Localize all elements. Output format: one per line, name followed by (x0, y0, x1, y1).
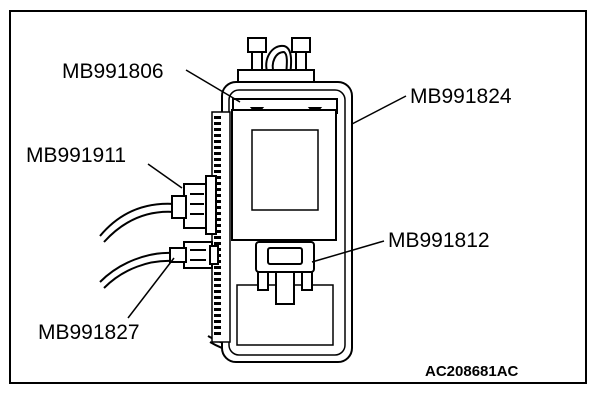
leader-mb991824 (351, 95, 407, 125)
rib (214, 326, 221, 329)
mb991911-connector (171, 175, 217, 235)
figure-frame (9, 10, 587, 384)
top-cable-loop (265, 44, 293, 77)
serial-cable (99, 202, 176, 237)
rib (214, 224, 221, 227)
mb991812-connector (255, 241, 315, 305)
rib (214, 236, 221, 239)
top-cable-loop-inner (271, 50, 288, 77)
rib (214, 164, 221, 167)
rib (214, 320, 221, 323)
rib (214, 332, 221, 335)
serial-plug-flange (205, 175, 217, 235)
d-sub-latch-right (301, 271, 313, 291)
rib (214, 128, 221, 131)
label-mb991911: MB991911 (26, 144, 126, 167)
label-mb991806: MB991806 (62, 60, 164, 83)
leader-mb991827 (127, 257, 175, 319)
usb-plug-tip (209, 245, 219, 265)
rib (214, 290, 221, 293)
rib (214, 296, 221, 299)
serial-cable-inner (103, 210, 176, 243)
d-sub-latch-left (257, 271, 269, 291)
leader-mb991911 (147, 163, 183, 189)
rib (214, 308, 221, 311)
top-connectors (237, 37, 315, 83)
serial-plug-strain-relief (171, 195, 187, 219)
rib (214, 158, 221, 161)
rib (214, 194, 221, 197)
rib (214, 200, 221, 203)
rib (214, 188, 221, 191)
rib (214, 116, 221, 119)
leader-lines (127, 69, 407, 319)
connector-boot (275, 271, 295, 305)
figure-code: AC208681AC (425, 363, 519, 380)
rib (214, 230, 221, 233)
rib (214, 242, 221, 245)
leader-mb991812 (311, 240, 385, 263)
label-mb991824: MB991824 (410, 85, 512, 108)
label-mb991812: MB991812 (388, 229, 490, 252)
top-knob-left (247, 37, 267, 53)
rib (214, 212, 221, 215)
usb-cable (99, 251, 173, 283)
rib (214, 182, 221, 185)
rib (214, 146, 221, 149)
usb-cable-inner (103, 259, 173, 289)
rib (214, 122, 221, 125)
label-mb991827: MB991827 (38, 321, 140, 344)
leader-mb991806 (185, 69, 241, 103)
rib (214, 272, 221, 275)
rib (214, 176, 221, 179)
usb-plug-shell (183, 241, 213, 269)
rib (214, 278, 221, 281)
rib (214, 152, 221, 155)
rib (214, 206, 221, 209)
rib (214, 140, 221, 143)
rib (214, 284, 221, 287)
rib (214, 314, 221, 317)
rib (214, 218, 221, 221)
mb991806-cartridge (231, 98, 338, 241)
top-knob-right (291, 37, 311, 53)
rib (214, 302, 221, 305)
rib (214, 170, 221, 173)
rib (214, 266, 221, 269)
cartridge-window (251, 129, 319, 211)
d-sub-face (267, 247, 303, 265)
top-header-block (237, 69, 315, 83)
rib (214, 134, 221, 137)
mb991827-connector (169, 241, 219, 269)
